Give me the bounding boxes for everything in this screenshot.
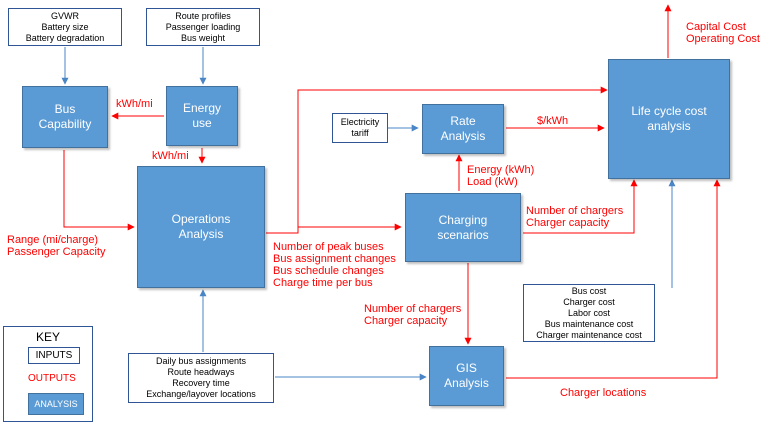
- output-kwh-mi-left: kWh/mi: [116, 98, 153, 110]
- input-recovery-time: Recovery time: [172, 378, 230, 388]
- input-route-headways: Route headways: [167, 367, 235, 377]
- legend-analysis-label: ANALYSIS: [34, 398, 78, 409]
- bus-capability-line-1: Bus: [54, 102, 76, 116]
- legend-inputs-label: INPUTS: [35, 350, 73, 361]
- output-peak-buses: Number of peak buses: [273, 241, 384, 253]
- legend-analysis-swatch: ANALYSIS: [28, 393, 84, 415]
- lcc-line-2: analysis: [647, 119, 691, 133]
- output-number-of-chargers-gis: Number of chargers: [364, 303, 462, 315]
- output-chargers-to-lcc: Number of chargers Charger capacity: [526, 205, 623, 229]
- analysis-life-cycle-cost: Life cycle cost analysis: [608, 59, 730, 179]
- arrow-operations-to-lcc: [266, 86, 608, 234]
- input-route: Route profiles Passenger loading Bus wei…: [146, 8, 260, 46]
- arrow-gis-to-lcc: [506, 179, 721, 379]
- operations-line-2: Analysis: [178, 227, 224, 241]
- analysis-energy-use: Energy use: [166, 86, 238, 146]
- energy-use-line-1: Energy: [182, 101, 222, 115]
- input-exchange-layover-locations: Exchange/layover locations: [146, 389, 256, 399]
- input-vehicle-gvwr: GVWR: [51, 10, 79, 21]
- output-operations-results: Number of peak buses Bus assignment chan…: [273, 241, 396, 289]
- charging-line-2: scenarios: [437, 227, 489, 242]
- legend-key: KEY INPUTS OUTPUTS ANALYSIS: [3, 326, 93, 422]
- input-passenger-loading: Passenger loading: [165, 21, 241, 32]
- output-charger-capacity-gis: Charger capacity: [364, 315, 448, 327]
- output-range: Range (mi/charge): [7, 234, 99, 246]
- input-vehicle-battery-degradation: Battery degradation: [25, 32, 105, 43]
- legend-outputs-label: OUTPUTS: [28, 373, 76, 384]
- output-charger-locations: Charger locations: [560, 387, 647, 399]
- legend-title: KEY: [35, 330, 60, 344]
- input-route-profiles: Route profiles: [175, 10, 231, 21]
- output-assignment-changes: Bus assignment changes: [273, 253, 396, 265]
- energy-use-line-2: use: [192, 116, 212, 130]
- output-number-of-chargers-lcc: Number of chargers: [526, 205, 624, 217]
- arrow-capability-to-operations: [63, 150, 135, 231]
- gis-line-2: Analysis: [444, 376, 489, 390]
- input-tariff-line-2: tariff: [351, 128, 369, 138]
- output-capital-cost: Capital Cost: [686, 21, 746, 33]
- rate-line-1: Rate: [450, 114, 476, 128]
- input-costs: Bus cost Charger cost Labor cost Bus mai…: [523, 284, 655, 342]
- output-kwh-mi-down: kWh/mi: [152, 150, 189, 162]
- input-tariff-line-1: Electricity: [340, 117, 380, 127]
- output-costs: Capital Cost Operating Cost: [686, 21, 760, 45]
- output-chargers-to-gis: Number of chargers Charger capacity: [364, 303, 461, 327]
- output-charge-time: Charge time per bus: [273, 277, 373, 289]
- charging-line-1: Charging: [438, 212, 488, 227]
- output-range-capacity: Range (mi/charge) Passenger Capacity: [7, 234, 105, 258]
- analysis-gis: GIS Analysis: [429, 346, 504, 406]
- input-vehicle: GVWR Battery size Battery degradation: [8, 8, 122, 46]
- input-electricity-tariff: Electricity tariff: [332, 113, 388, 143]
- input-bus-weight: Bus weight: [180, 32, 226, 43]
- analysis-rate: Rate Analysis: [422, 104, 504, 154]
- output-charger-capacity-lcc: Charger capacity: [526, 217, 610, 229]
- analysis-operations: Operations Analysis: [137, 166, 265, 288]
- output-energy: Energy (kWh): [467, 164, 535, 176]
- input-vehicle-battery-size: Battery size: [41, 21, 89, 32]
- input-bus-cost: Bus cost: [571, 285, 607, 296]
- legend-inputs-swatch: INPUTS: [28, 347, 80, 364]
- gis-line-1: GIS: [456, 361, 477, 375]
- output-operating-cost: Operating Cost: [686, 33, 760, 45]
- lcc-line-1: Life cycle cost: [631, 104, 707, 118]
- output-usd-per-kwh: $/kWh: [537, 115, 569, 127]
- bus-capability-line-2: Capability: [38, 117, 92, 131]
- input-charger-cost: Charger cost: [563, 296, 615, 307]
- arrow-charging-to-lcc: [523, 179, 638, 234]
- input-charger-maintenance-cost: Charger maintenance cost: [536, 329, 642, 340]
- input-labor-cost: Labor cost: [567, 307, 611, 318]
- output-passenger-capacity: Passenger Capacity: [7, 246, 106, 258]
- operations-line-1: Operations: [171, 212, 231, 226]
- input-daily-bus-assignments: Daily bus assignments: [155, 356, 247, 366]
- output-schedule-changes: Bus schedule changes: [273, 265, 384, 277]
- input-operations: Daily bus assignments Route headways Rec…: [128, 353, 274, 403]
- analysis-bus-capability: Bus Capability: [22, 86, 108, 148]
- input-bus-maintenance-cost: Bus maintenance cost: [544, 318, 634, 329]
- analysis-charging-scenarios: Charging scenarios: [405, 193, 521, 262]
- output-load: Load (kW): [467, 176, 518, 188]
- rate-line-2: Analysis: [440, 129, 486, 143]
- output-energy-load: Energy (kWh) Load (kW): [467, 164, 534, 188]
